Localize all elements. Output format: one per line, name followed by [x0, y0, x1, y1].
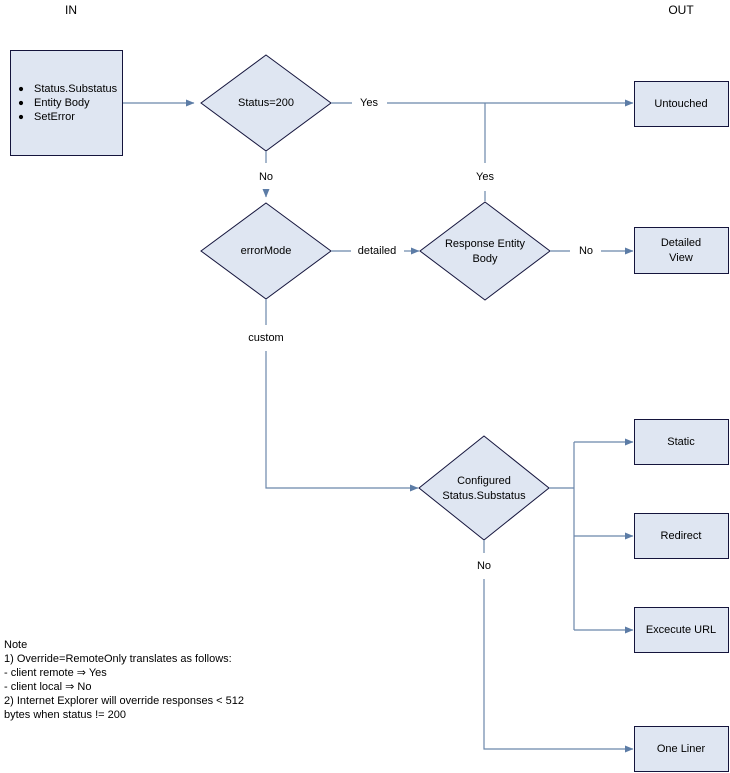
- note-line-4: 2) Internet Explorer will override respo…: [4, 695, 244, 707]
- note-title: Note: [4, 639, 27, 651]
- edge-label-status200-no: No: [259, 171, 273, 183]
- input-parameters-node[interactable]: Status.Substatus Entity Body SetError: [10, 50, 123, 156]
- decision-response-entity-body-label-1: Response Entity: [445, 238, 526, 250]
- output-excecute-url[interactable]: Excecute URL: [634, 607, 729, 653]
- edge-configured-no-to-one-liner: No: [477, 540, 634, 753]
- output-detailed-view[interactable]: Detailed View: [634, 227, 729, 274]
- bullet-icon: [18, 114, 24, 120]
- input-item-set-error: SetError: [34, 111, 75, 123]
- decision-configured-label-2: Status.Substatus: [442, 490, 526, 502]
- edge-status200-yes-to-untouched: Yes: [331, 97, 634, 109]
- note-line-3: - client local ⇒ No: [4, 681, 91, 693]
- output-redirect[interactable]: Redirect: [634, 513, 729, 559]
- edge-errormode-custom-to-configured: custom: [248, 299, 419, 492]
- edge-label-configured-no: No: [477, 560, 491, 572]
- output-detailed-view-label-2: View: [669, 252, 693, 264]
- edge-label-branch-yes: Yes: [476, 171, 494, 183]
- output-untouched-label: Untouched: [654, 98, 707, 110]
- output-one-liner-label: One Liner: [657, 743, 706, 755]
- decision-error-mode-label: errorMode: [241, 245, 292, 257]
- output-untouched[interactable]: Untouched: [634, 81, 729, 127]
- edge-label-status200-yes: Yes: [360, 97, 378, 109]
- note-line-1: 1) Override=RemoteOnly translates as fol…: [4, 653, 232, 665]
- input-item-entity-body: Entity Body: [34, 97, 90, 109]
- edge-errormode-detailed-to-response-entity: detailed: [331, 245, 420, 257]
- decision-response-entity-body[interactable]: Response Entity Body: [419, 201, 551, 301]
- output-static[interactable]: Static: [634, 419, 729, 465]
- decision-status-200[interactable]: Status=200: [200, 54, 332, 152]
- note-block: Note 1) Override=RemoteOnly translates a…: [4, 639, 244, 721]
- edge-label-detailed: detailed: [358, 245, 397, 257]
- edge-response-entity-no-to-detailed-view: No: [550, 245, 634, 257]
- output-redirect-label: Redirect: [661, 530, 702, 542]
- decision-status-200-label: Status=200: [238, 97, 294, 109]
- note-line-5: bytes when status != 200: [4, 709, 126, 721]
- input-item-status-substatus: Status.Substatus: [34, 83, 118, 95]
- decision-response-entity-body-label-2: Body: [472, 253, 498, 265]
- bullet-icon: [18, 86, 24, 92]
- edge-configured-to-outputs-bus: [549, 438, 634, 634]
- output-one-liner[interactable]: One Liner: [634, 726, 729, 772]
- output-excecute-url-label: Excecute URL: [646, 624, 716, 636]
- decision-configured-status-substatus[interactable]: Configured Status.Substatus: [418, 435, 550, 541]
- edge-label-response-entity-no: No: [579, 245, 593, 257]
- column-header-in: IN: [65, 3, 77, 17]
- edge-label-custom: custom: [248, 332, 283, 344]
- column-header-out: OUT: [668, 3, 694, 17]
- output-static-label: Static: [667, 436, 695, 448]
- note-line-2: - client remote ⇒ Yes: [4, 667, 107, 679]
- decision-configured-label-1: Configured: [457, 475, 511, 487]
- edge-status200-no-to-errormode: No: [259, 151, 273, 198]
- edge-untouched-branch-to-response-entity: Yes: [476, 103, 494, 201]
- decision-error-mode[interactable]: errorMode: [200, 202, 332, 300]
- bullet-icon: [18, 100, 24, 106]
- output-detailed-view-label-1: Detailed: [661, 237, 701, 249]
